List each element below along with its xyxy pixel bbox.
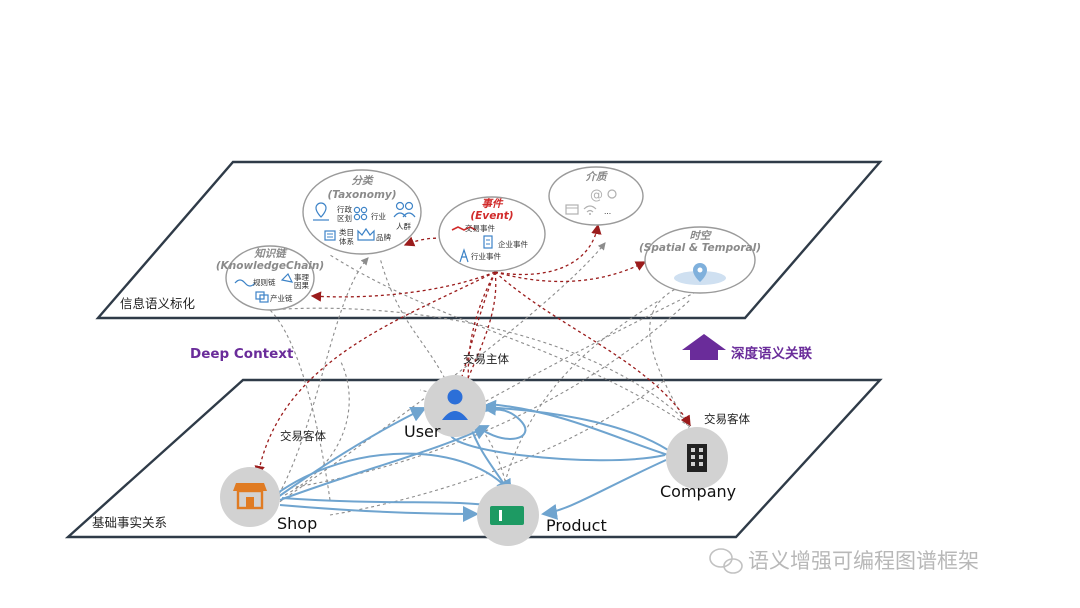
company-label: Company: [660, 482, 736, 501]
trade-object-left-label: 交易客体: [280, 429, 326, 443]
at-sign-icon: @: [590, 188, 603, 203]
deep-context-label: Deep Context: [190, 346, 294, 362]
upper-plane-label: 信息语义标化: [120, 296, 196, 311]
lower-plane-label: 基础事实关系: [92, 515, 167, 530]
user-icon: [442, 389, 468, 420]
phone-icon: [607, 189, 617, 199]
svg-text:@: @: [590, 188, 603, 203]
wechat-watermark: 语义增强可编程图谱框架: [709, 548, 979, 574]
shop-node[interactable]: Shop: [220, 467, 317, 533]
user-node[interactable]: User: [404, 375, 486, 441]
ticket-icon: [490, 506, 524, 525]
event-item-enterprise: 企业事件: [498, 239, 528, 249]
building-icon: [687, 444, 707, 472]
taxonomy-item-brand: 品牌: [376, 232, 391, 242]
taxonomy-bubble[interactable]: 分类 (Taxonomy) 行政区划 行业 人群 类目体系: [302, 169, 422, 255]
knowledge-chain-bubble[interactable]: 知识链 (KnowledgeChain) 规则链 事理因果 产业链: [216, 245, 324, 311]
crown-icon: [357, 227, 375, 241]
wifi-icon: [583, 205, 597, 215]
taxonomy-title-cn: 分类: [352, 174, 374, 187]
semantic-association-label: 深度语义关联: [731, 345, 812, 362]
map-pin-icon: [674, 263, 726, 285]
event-title-en: (Event): [470, 210, 513, 222]
browser-icon: [565, 204, 579, 215]
watermark-text: 语义增强可编程图谱框架: [748, 549, 979, 573]
wechat-icon: [709, 548, 743, 574]
event-bubble[interactable]: 事件 (Event) 交易事件 企业事件 行业事件: [438, 196, 546, 272]
shop-label: Shop: [277, 514, 317, 533]
taxonomy-item-region: 行政区划: [337, 204, 352, 223]
taxonomy-item-category: 类目体系: [339, 227, 354, 246]
location-pin-icon: [313, 202, 329, 221]
medium-bubble[interactable]: 介质 @ ...: [548, 166, 644, 226]
user-label: User: [404, 422, 441, 441]
knowledge-title-en: (KnowledgeChain): [216, 260, 324, 272]
knowledge-title-cn: 知识链: [253, 247, 288, 260]
building-small-icon: [483, 235, 493, 249]
knowledge-item-causal: 事理因果: [294, 272, 309, 290]
product-label: Product: [546, 516, 607, 535]
rule-chain-icon: [234, 279, 256, 287]
trade-subject-label: 交易主体: [463, 352, 509, 366]
event-item-industry: 行业事件: [471, 251, 501, 261]
trade-object-right-label: 交易客体: [704, 412, 750, 426]
chain-icon: [255, 291, 269, 303]
industry-icon: [353, 206, 368, 221]
taxonomy-item-people: 人群: [396, 221, 411, 231]
taxonomy-title-en: (Taxonomy): [327, 189, 396, 201]
category-icon: [324, 230, 336, 241]
people-icon: [393, 201, 416, 218]
spatial-title-cn: 时空: [690, 229, 712, 242]
event-title-cn: 事件: [482, 197, 504, 210]
spatial-temporal-bubble[interactable]: 时空 (Spatial & Temporal): [639, 226, 761, 294]
causal-icon: [280, 272, 294, 283]
company-node[interactable]: Company: [660, 427, 736, 501]
knowledge-item-rule: 规则链: [253, 277, 276, 287]
taxonomy-item-industry: 行业: [371, 211, 386, 221]
medium-title-cn: 介质: [586, 170, 608, 183]
knowledge-item-industry-chain: 产业链: [270, 293, 293, 303]
event-item-trade: 交易事件: [465, 223, 495, 233]
tower-icon: [459, 248, 469, 263]
medium-ellipsis: ...: [604, 207, 611, 216]
up-arrow-icon: [682, 334, 726, 360]
product-node[interactable]: Product: [477, 484, 607, 546]
spatial-title-en: (Spatial & Temporal): [639, 242, 761, 254]
handshake-icon: [451, 226, 477, 231]
store-icon: [233, 483, 267, 510]
